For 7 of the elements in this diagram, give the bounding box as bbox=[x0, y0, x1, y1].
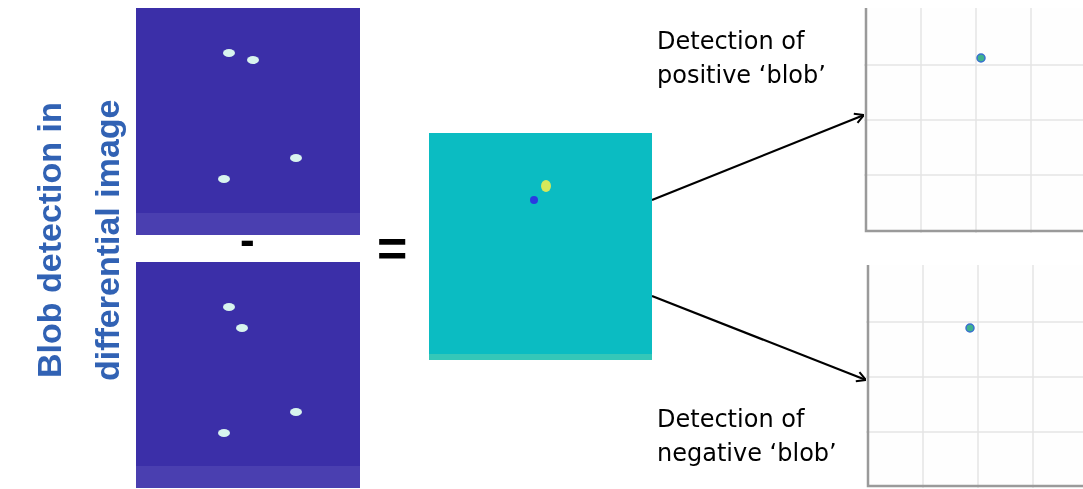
arrow bbox=[651, 294, 867, 383]
caption-text: Detection of negative ‘blob’ bbox=[657, 404, 838, 469]
operator-sign: - bbox=[240, 218, 255, 262]
arrow bbox=[651, 112, 865, 202]
title: Blob detection in differential image bbox=[29, 98, 127, 383]
operator-sign: = bbox=[377, 222, 408, 274]
caption-text: Detection of positive ‘blob’ bbox=[657, 26, 827, 91]
